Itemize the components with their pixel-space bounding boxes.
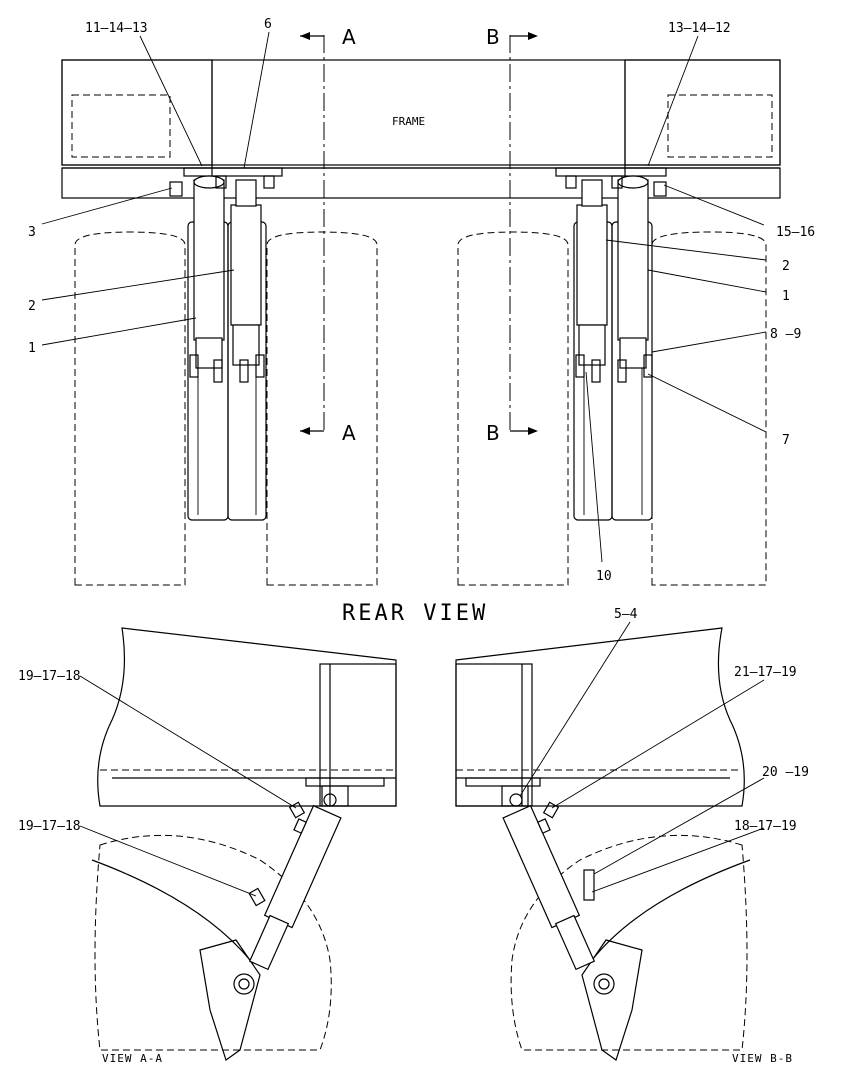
cylinder-1-left bbox=[193, 179, 225, 341]
callout-15-16: 15–16 bbox=[776, 225, 815, 240]
view-b-b-label: VIEW B-B bbox=[732, 1052, 793, 1065]
callout-8-9: 8 –9 bbox=[770, 327, 801, 342]
callout-5-4: 5–4 bbox=[614, 607, 638, 622]
tire-left-outer bbox=[74, 231, 186, 586]
callout-19-17-18-top: 19–17–18 bbox=[18, 669, 81, 684]
section-a-label-top: A bbox=[342, 25, 356, 49]
section-a-label-bottom: A bbox=[342, 421, 356, 445]
callout-18-17-19: 18–17–19 bbox=[734, 819, 797, 834]
view-b-b: 5–4 21–17–19 20 –19 18–17–19 VIEW B-B bbox=[455, 607, 809, 1065]
callout-11-14-13: 11–14–13 bbox=[85, 21, 148, 36]
tire-right-outer bbox=[651, 231, 767, 586]
callout-20-19: 20 –19 bbox=[762, 765, 809, 780]
callout-6: 6 bbox=[264, 17, 272, 32]
callout-21-17-19: 21–17–19 bbox=[734, 665, 797, 680]
section-b-label-top: B bbox=[486, 25, 500, 49]
view-a-a: 19–17–18 19–17–18 VIEW A-A bbox=[18, 627, 397, 1065]
callout-13-14-12: 13–14–12 bbox=[668, 21, 731, 36]
rear-view: FRAME bbox=[28, 17, 815, 626]
callout-2-right: 2 bbox=[782, 259, 790, 274]
callout-1-left: 1 bbox=[28, 341, 36, 356]
callout-3: 3 bbox=[28, 225, 36, 240]
section-b-label-bottom: B bbox=[486, 421, 500, 445]
callout-2-left: 2 bbox=[28, 299, 36, 314]
callout-7: 7 bbox=[782, 433, 790, 448]
callout-1-right: 1 bbox=[782, 289, 790, 304]
cylinder-2-right bbox=[576, 204, 608, 326]
callout-19-17-18-bottom: 19–17–18 bbox=[18, 819, 81, 834]
view-a-a-label: VIEW A-A bbox=[102, 1052, 163, 1065]
rear-view-leaders bbox=[41, 31, 767, 563]
tire-left-inner bbox=[266, 231, 378, 586]
cylinder-1-right bbox=[617, 179, 649, 341]
tire-right-inner bbox=[457, 231, 569, 586]
frame-label: FRAME bbox=[392, 115, 425, 128]
cylinder-2-left bbox=[230, 204, 262, 326]
rear-view-title: REAR VIEW bbox=[342, 601, 488, 626]
callout-10: 10 bbox=[596, 569, 612, 584]
